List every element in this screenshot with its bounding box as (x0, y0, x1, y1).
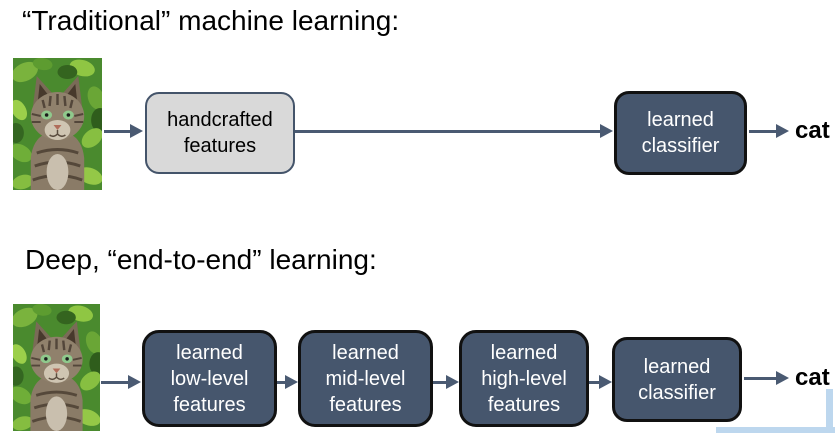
arrow-head-icon (776, 124, 789, 138)
arrow-head-icon (285, 375, 298, 389)
arrow-shaft (277, 380, 287, 384)
arrow-classifier-to-output (749, 124, 789, 138)
arrow-shaft (744, 376, 778, 380)
box-label-line: mid-level (325, 367, 406, 390)
arrow-head-icon (776, 371, 789, 385)
arrow-shaft (295, 129, 602, 133)
arrow-midlevel-to-highlevel (433, 375, 459, 389)
box-label-line: features (487, 393, 561, 416)
box-label-line: features (173, 393, 246, 416)
learned-high-level-features-box: learned high-level features (459, 330, 589, 427)
output-label-cat: cat (795, 364, 830, 391)
arrow-shaft (589, 380, 601, 384)
arrow-cat-to-lowlevel (101, 375, 141, 389)
arrow-head-icon (599, 375, 612, 389)
arrow-cat-to-handcrafted (104, 124, 143, 138)
learned-low-level-features-box: learned low-level features (142, 330, 277, 427)
arrow-head-icon (600, 124, 613, 138)
section-title-traditional: “Traditional” machine learning: (22, 5, 400, 36)
arrow-lowlevel-to-midlevel (277, 375, 298, 389)
arrow-shaft (433, 380, 448, 384)
highlight-corner-vertical (826, 389, 833, 433)
box-label-line: learned (176, 341, 243, 364)
box-label-line: learned (490, 341, 558, 364)
box-label-line: features (183, 135, 257, 157)
arrow-head-icon (446, 375, 459, 389)
cat-photo (13, 304, 100, 431)
box-label-line: low-level (170, 367, 249, 390)
handcrafted-features-box: handcrafted features (145, 92, 295, 174)
box-label-line: features (329, 393, 402, 416)
arrow-shaft (104, 129, 132, 133)
arrow-handcrafted-to-classifier (295, 124, 613, 138)
highlight-corner-horizontal (716, 427, 835, 433)
arrow-shaft (749, 129, 778, 133)
section-title-deep: Deep, “end-to-end” learning: (25, 244, 377, 275)
arrow-shaft (101, 380, 130, 384)
learned-mid-level-features-box: learned mid-level features (298, 330, 433, 427)
box-label-line: classifier (641, 135, 720, 157)
arrow-classifier-to-output-deep (744, 371, 789, 385)
cat-photo (13, 58, 102, 190)
box-label-line: learned (643, 355, 711, 378)
box-label-line: classifier (638, 381, 716, 404)
arrow-highlevel-to-classifier (589, 375, 612, 389)
learned-classifier-box-deep: learned classifier (612, 337, 742, 422)
arrow-head-icon (128, 375, 141, 389)
box-label-line: handcrafted (167, 109, 273, 131)
box-label-line: high-level (481, 367, 567, 390)
arrow-head-icon (130, 124, 143, 138)
output-label-cat: cat (795, 117, 830, 144)
learned-classifier-box: learned classifier (614, 91, 747, 175)
box-label-line: learned (647, 109, 714, 131)
box-label-line: learned (332, 341, 399, 364)
